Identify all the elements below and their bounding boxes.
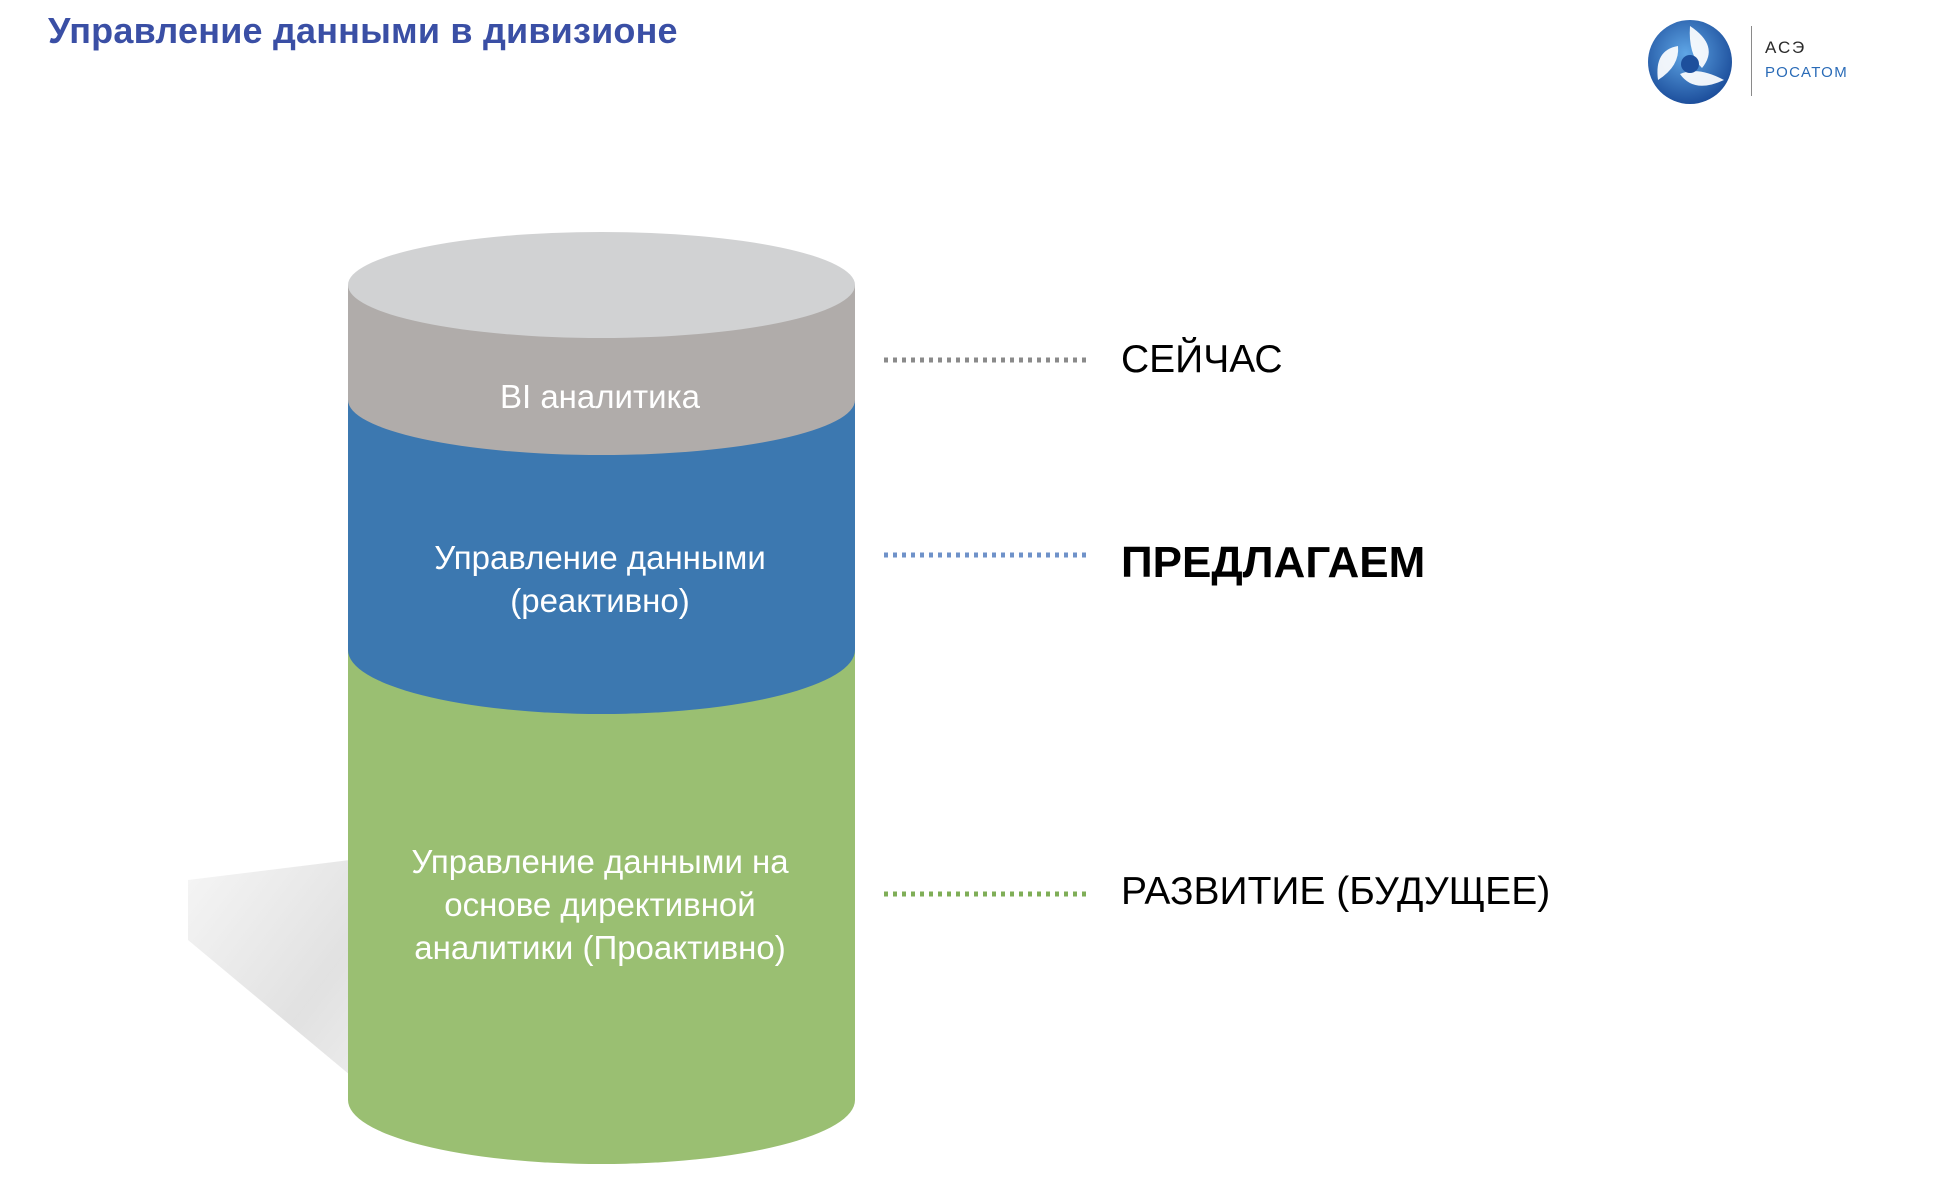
rosatom-atom-icon [1648, 20, 1732, 104]
stage-label-now: СЕЙЧАС [1121, 338, 1283, 381]
layer-label-reactive: Управление данными (реактивно) [434, 539, 766, 619]
cylinder-top [348, 232, 855, 338]
logo-separator [1751, 26, 1752, 96]
logo-text-ase: АСЭ [1765, 38, 1807, 57]
layer-label-proactive: Управление данными на основе директивной… [411, 843, 789, 966]
cylinder-layer-reactive [348, 400, 855, 714]
page-title: Управление данными в дивизионе [48, 10, 678, 51]
cylinder-layer-proactive [348, 650, 855, 1164]
cylinder-shadow [188, 860, 350, 1075]
stage-label-future: РАЗВИТИЕ (БУДУЩЕЕ) [1121, 870, 1551, 913]
stage-label-proposed: ПРЕДЛАГАЕМ [1121, 538, 1426, 587]
layer-label-bi: BI аналитика [499, 378, 701, 415]
logo-text-rosatom: РОСАТОМ [1765, 64, 1849, 81]
